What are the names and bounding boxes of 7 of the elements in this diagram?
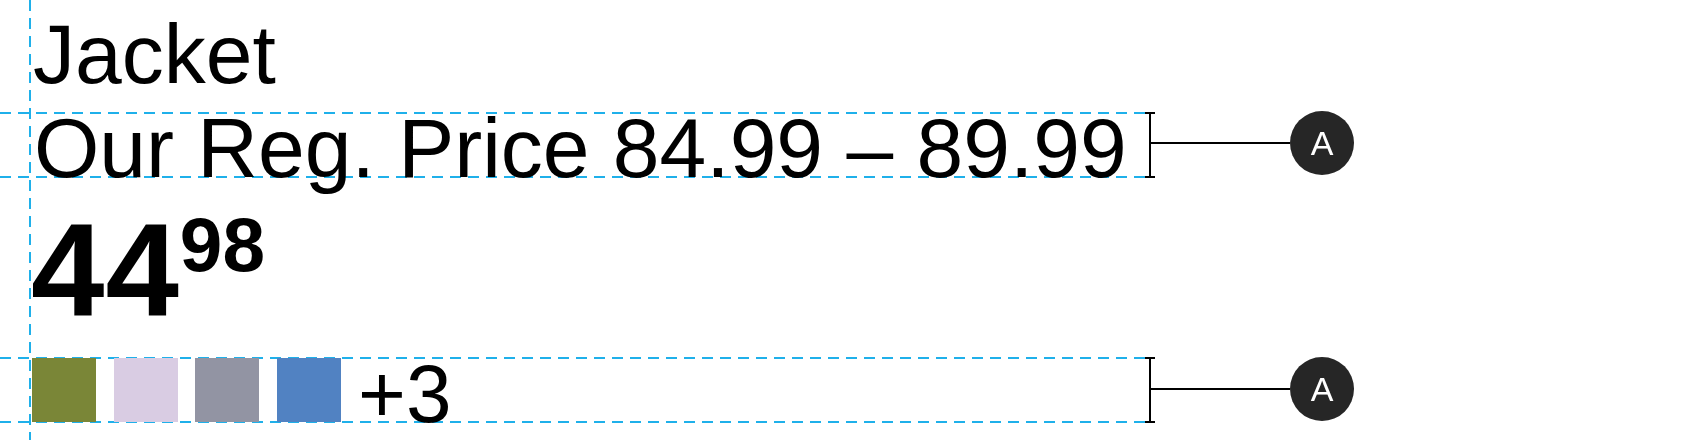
product-title: Jacket: [33, 12, 276, 96]
leader-line: [1149, 142, 1291, 144]
callout-circle: A: [1290, 357, 1354, 421]
more-options-count: +3: [358, 353, 452, 435]
leader-line: [1149, 388, 1291, 390]
callout-circle: A: [1290, 111, 1354, 175]
sale-price: 44$^{98}$: [31, 204, 265, 336]
